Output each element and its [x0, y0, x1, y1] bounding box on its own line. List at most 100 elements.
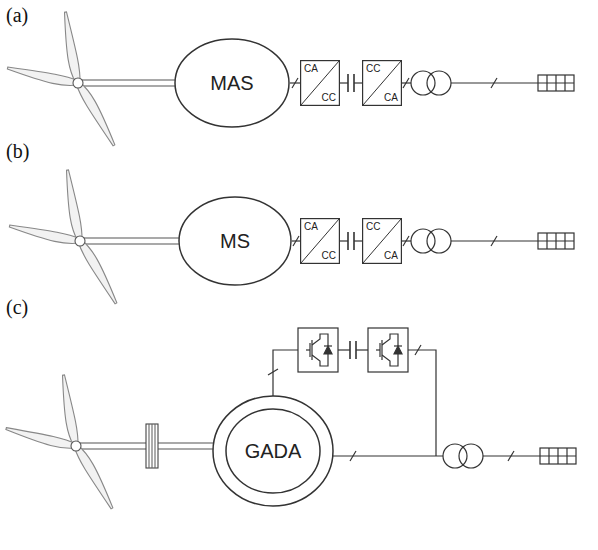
wind-turbine — [5, 374, 245, 510]
capacitor-plate — [347, 232, 349, 250]
converter-box: CCCA — [362, 60, 402, 106]
three-phase-mark — [350, 451, 356, 461]
generator-label: GADA — [245, 440, 302, 462]
converter-box: CA CC — [300, 218, 340, 264]
rotor-blade — [5, 425, 77, 452]
converter-box — [363, 61, 402, 106]
capacitor-plate — [347, 74, 349, 92]
grid-symbol — [540, 448, 576, 464]
igbt-symbol — [382, 354, 398, 366]
transformer-symbol — [427, 229, 451, 253]
converter-box: CACC — [300, 60, 340, 106]
three-phase-mark — [268, 369, 278, 375]
converter-slash — [301, 219, 339, 263]
generator-label: MAS — [210, 72, 253, 94]
shaft — [78, 442, 146, 443]
transformer-symbol — [443, 444, 467, 468]
rotor-outline — [226, 409, 320, 493]
grid-symbol — [538, 233, 574, 249]
three-phase-mark — [292, 78, 298, 88]
grid-symbol — [540, 455, 576, 456]
panel-label: (a) — [6, 4, 28, 26]
transformer-symbol — [411, 229, 435, 253]
rotor-blade — [58, 374, 80, 447]
shaft — [78, 448, 146, 449]
converter-label: CC — [322, 250, 336, 261]
igbt-symbol — [311, 340, 312, 360]
capacitor-gap — [348, 231, 354, 251]
gearbox — [151, 424, 152, 468]
igbt-converter — [298, 328, 338, 372]
three-phase-mark — [491, 78, 497, 88]
rotor-blade — [77, 238, 121, 305]
igbt-symbol — [376, 334, 402, 366]
capacitor-gap — [348, 73, 354, 93]
wire — [320, 455, 443, 456]
capacitor-symbol — [348, 231, 354, 251]
three-phase-mark — [491, 236, 497, 246]
rotor-blade — [73, 443, 117, 510]
converter-slash — [363, 61, 401, 105]
grid-connection — [402, 71, 574, 95]
capacitor-gap — [350, 340, 356, 360]
converter-box — [301, 61, 340, 106]
rotor-blade — [60, 11, 82, 84]
igbt-symbol — [382, 334, 398, 346]
converter-box: CC CA — [362, 218, 402, 264]
igbt-converter — [368, 328, 408, 372]
converter-label: CA — [304, 221, 318, 232]
generator-circle: GADA — [212, 395, 334, 507]
transformer-symbol — [459, 444, 483, 468]
converter-label: CC — [366, 221, 380, 232]
igbt-symbol — [306, 334, 332, 366]
converter-box — [301, 219, 340, 264]
gearbox — [148, 424, 149, 468]
rotor-blade — [6, 64, 78, 88]
diode-symbol — [324, 345, 332, 346]
igbt-symbol — [312, 334, 328, 346]
three-phase-mark — [415, 345, 421, 355]
generator-circle: MAS — [174, 38, 290, 128]
diode-symbol — [324, 346, 332, 354]
igbt-symbol — [306, 349, 310, 350]
grid-symbol — [538, 240, 574, 241]
capacitor-symbol — [355, 341, 357, 359]
grid-symbol — [538, 82, 574, 83]
converter-slash — [363, 219, 401, 263]
rotor-blade — [62, 169, 84, 242]
generator-outline — [213, 396, 333, 506]
converter-label: CC — [322, 92, 336, 103]
capacitor-plate — [353, 232, 355, 250]
diode-symbol — [394, 346, 402, 354]
generator-outline — [175, 39, 289, 127]
capacitor-symbol — [349, 341, 351, 359]
three-phase-mark — [508, 451, 514, 461]
wire — [408, 350, 436, 456]
igbt-symbol — [309, 343, 310, 357]
wind-turbine — [8, 169, 205, 305]
capacitor-symbol — [348, 73, 354, 93]
panel-label: (c) — [6, 296, 28, 318]
grid-connection — [402, 229, 574, 253]
converter-box — [363, 219, 402, 264]
gearbox — [146, 424, 158, 468]
converter-label: CC — [366, 63, 380, 74]
three-phase-mark — [403, 236, 409, 246]
rotor-hub — [73, 78, 83, 88]
capacitor-plate — [353, 74, 355, 92]
panel-label: (b) — [6, 140, 29, 162]
gearbox — [154, 424, 155, 468]
grid-symbol — [538, 75, 574, 91]
igbt-symbol — [312, 354, 328, 366]
igbt-symbol — [379, 343, 380, 357]
generator-label: MS — [220, 230, 250, 252]
wind-turbine — [6, 11, 200, 147]
converter-label: CA — [384, 250, 398, 261]
three-phase-mark — [293, 236, 299, 246]
rotor-blade — [75, 80, 119, 147]
generator-circle: MS — [178, 196, 292, 286]
three-phase-mark — [293, 236, 299, 246]
transformer-symbol — [411, 71, 435, 95]
transformer-symbol — [427, 71, 451, 95]
